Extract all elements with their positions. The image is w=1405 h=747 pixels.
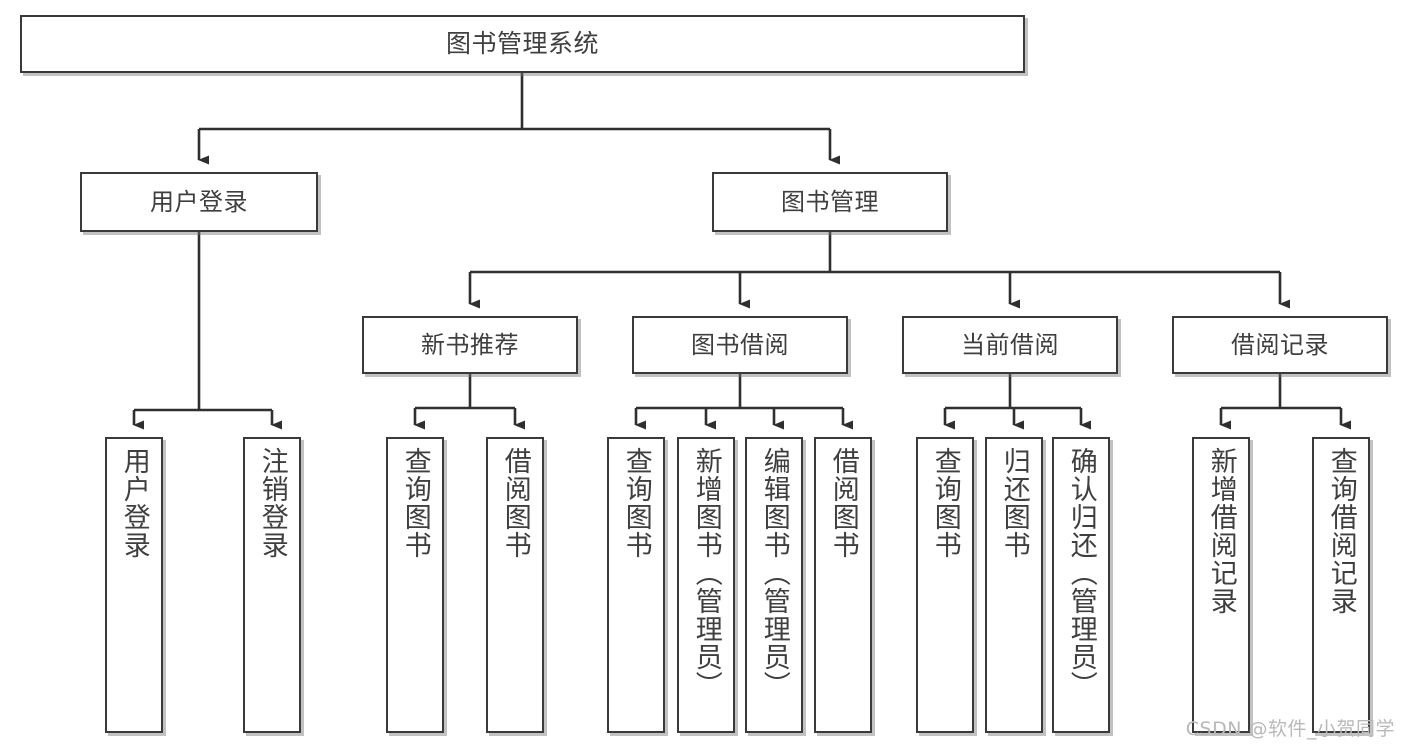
watermark-text: CSDN @软件_小贺同学 — [1185, 718, 1395, 740]
node-current-borrow-label: 当前借阅 — [961, 330, 1059, 359]
node-book-manage[interactable]: 图书管理 — [712, 172, 948, 232]
leaf-query-record-label: 查询借阅记录 — [1325, 447, 1357, 615]
leaf-query-record[interactable]: 查询借阅记录 — [1312, 437, 1370, 733]
leaf-borrow-book-rec[interactable]: 借阅图书 — [486, 437, 544, 733]
leaf-logout-login[interactable]: 注销登录 — [243, 437, 301, 733]
leaf-user-login-label: 用户登录 — [118, 447, 150, 559]
leaf-user-login[interactable]: 用户登录 — [105, 437, 163, 733]
leaf-borrow-book-label: 借阅图书 — [827, 447, 859, 559]
leaf-add-book-label: 新增图书（管理员） — [690, 447, 722, 699]
leaf-return-book-label: 归还图书 — [998, 447, 1030, 559]
leaf-query-book-rec[interactable]: 查询图书 — [386, 437, 444, 733]
leaf-borrow-book-rec-label: 借阅图书 — [499, 447, 531, 559]
leaf-confirm-return-label: 确认归还（管理员） — [1065, 447, 1097, 699]
node-book-manage-label: 图书管理 — [781, 187, 879, 216]
leaf-logout-login-label: 注销登录 — [256, 447, 288, 559]
leaf-edit-book[interactable]: 编辑图书（管理员） — [745, 437, 803, 733]
node-root-label: 图书管理系统 — [445, 29, 599, 59]
leaf-query-book-cur[interactable]: 查询图书 — [916, 437, 974, 733]
node-root[interactable]: 图书管理系统 — [20, 15, 1025, 73]
leaf-return-book[interactable]: 归还图书 — [985, 437, 1043, 733]
leaf-confirm-return[interactable]: 确认归还（管理员） — [1052, 437, 1110, 733]
node-book-borrow-label: 图书借阅 — [691, 330, 789, 359]
node-new-book-recommend[interactable]: 新书推荐 — [362, 316, 578, 374]
leaf-query-book-borrow-label: 查询图书 — [620, 447, 652, 559]
node-user-login[interactable]: 用户登录 — [80, 172, 318, 232]
node-book-borrow[interactable]: 图书借阅 — [632, 316, 848, 374]
node-current-borrow[interactable]: 当前借阅 — [902, 316, 1118, 374]
node-borrow-record-label: 借阅记录 — [1231, 330, 1329, 359]
node-user-login-label: 用户登录 — [150, 187, 248, 216]
leaf-edit-book-label: 编辑图书（管理员） — [758, 447, 790, 699]
leaf-query-book-cur-label: 查询图书 — [929, 447, 961, 559]
leaf-query-book-rec-label: 查询图书 — [399, 447, 431, 559]
leaf-borrow-book[interactable]: 借阅图书 — [814, 437, 872, 733]
leaf-add-record-label: 新增借阅记录 — [1205, 447, 1237, 615]
leaf-add-record[interactable]: 新增借阅记录 — [1192, 437, 1250, 733]
node-borrow-record[interactable]: 借阅记录 — [1172, 316, 1388, 374]
leaf-add-book[interactable]: 新增图书（管理员） — [677, 437, 735, 733]
node-new-book-recommend-label: 新书推荐 — [421, 330, 519, 359]
leaf-query-book-borrow[interactable]: 查询图书 — [607, 437, 665, 733]
